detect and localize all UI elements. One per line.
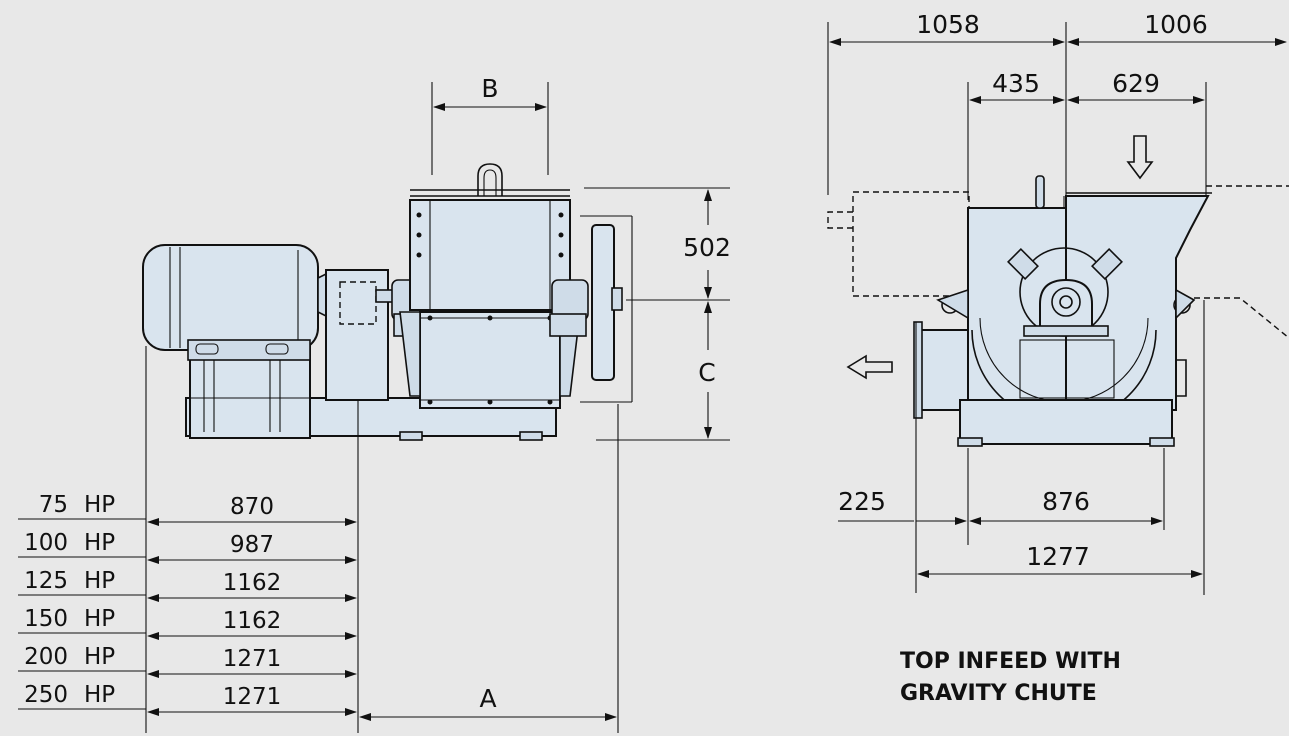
flywheel xyxy=(591,224,615,381)
dim-435: 435 xyxy=(992,69,1040,98)
discharge-arrow-icon xyxy=(846,354,893,380)
motor-hp-table: 75 HP 870 100 HP 987 125 HP 1162 150 HP … xyxy=(18,492,357,716)
dim-1006: 1006 xyxy=(1144,10,1208,39)
motor-dimension-value: 1162 xyxy=(223,608,282,634)
motor-dimension-value: 1271 xyxy=(223,646,282,672)
electric-motor xyxy=(142,244,319,351)
infeed-arrow-icon xyxy=(1126,135,1154,180)
dim-225: 225 xyxy=(838,487,886,516)
dim-629: 629 xyxy=(1112,69,1160,98)
motor-row: 125 HP 1162 xyxy=(18,568,357,602)
dimension-502-label: 502 xyxy=(683,233,731,262)
end-view-drawing: 1058 1006 435 629 xyxy=(827,10,1289,706)
dimension-a-label: A xyxy=(479,684,496,713)
motor-hp-unit: HP xyxy=(84,530,115,556)
motor-outline xyxy=(852,191,970,297)
base-foot xyxy=(399,431,423,441)
motor-hp-unit: HP xyxy=(84,568,115,594)
dim-876: 876 xyxy=(1042,487,1090,516)
motor-row: 250 HP 1271 xyxy=(18,682,357,716)
motor-hp-value: 125 xyxy=(24,568,68,594)
caption-line-2: GRAVITY CHUTE xyxy=(900,681,1097,706)
motor-hp-unit: HP xyxy=(84,606,115,632)
side-view-drawing: B 502 C A xyxy=(142,74,731,733)
motor-row: 100 HP 987 xyxy=(18,530,357,564)
motor-hp-value: 75 xyxy=(39,492,68,518)
motor-dimension-value: 1162 xyxy=(223,570,282,596)
dimension-a: A xyxy=(359,684,617,721)
dimension-c-label: C xyxy=(698,358,715,387)
motor-dimension-value: 987 xyxy=(230,532,274,558)
motor-hp-value: 150 xyxy=(24,606,68,632)
caption-line-1: TOP INFEED WITH xyxy=(900,649,1121,674)
dim-1058: 1058 xyxy=(916,10,980,39)
motor-hp-value: 250 xyxy=(24,682,68,708)
motor-row: 200 HP 1271 xyxy=(18,644,357,678)
end-view-base xyxy=(959,399,1173,445)
motor-dimension-value: 870 xyxy=(230,494,274,520)
dimension-b: B xyxy=(431,74,549,175)
motor-hp-unit: HP xyxy=(84,682,115,708)
motor-dimension-value: 1271 xyxy=(223,684,282,710)
crusher-housing-top xyxy=(409,199,571,311)
motor-hp-unit: HP xyxy=(84,492,115,518)
base-foot xyxy=(519,431,543,441)
crusher-housing-main xyxy=(419,311,561,409)
lifting-eye xyxy=(477,163,503,196)
motor-hp-value: 100 xyxy=(24,530,68,556)
motor-row: 75 HP 870 xyxy=(18,492,357,526)
discharge-spout xyxy=(919,329,969,411)
dimension-vertical: 502 C xyxy=(584,187,731,441)
motor-hp-value: 200 xyxy=(24,644,68,670)
bearing-pillow-block xyxy=(1039,278,1093,331)
dimension-b-label: B xyxy=(481,74,498,103)
dim-1277: 1277 xyxy=(1026,542,1090,571)
motor-hp-unit: HP xyxy=(84,644,115,670)
motor-row: 150 HP 1162 xyxy=(18,606,357,640)
